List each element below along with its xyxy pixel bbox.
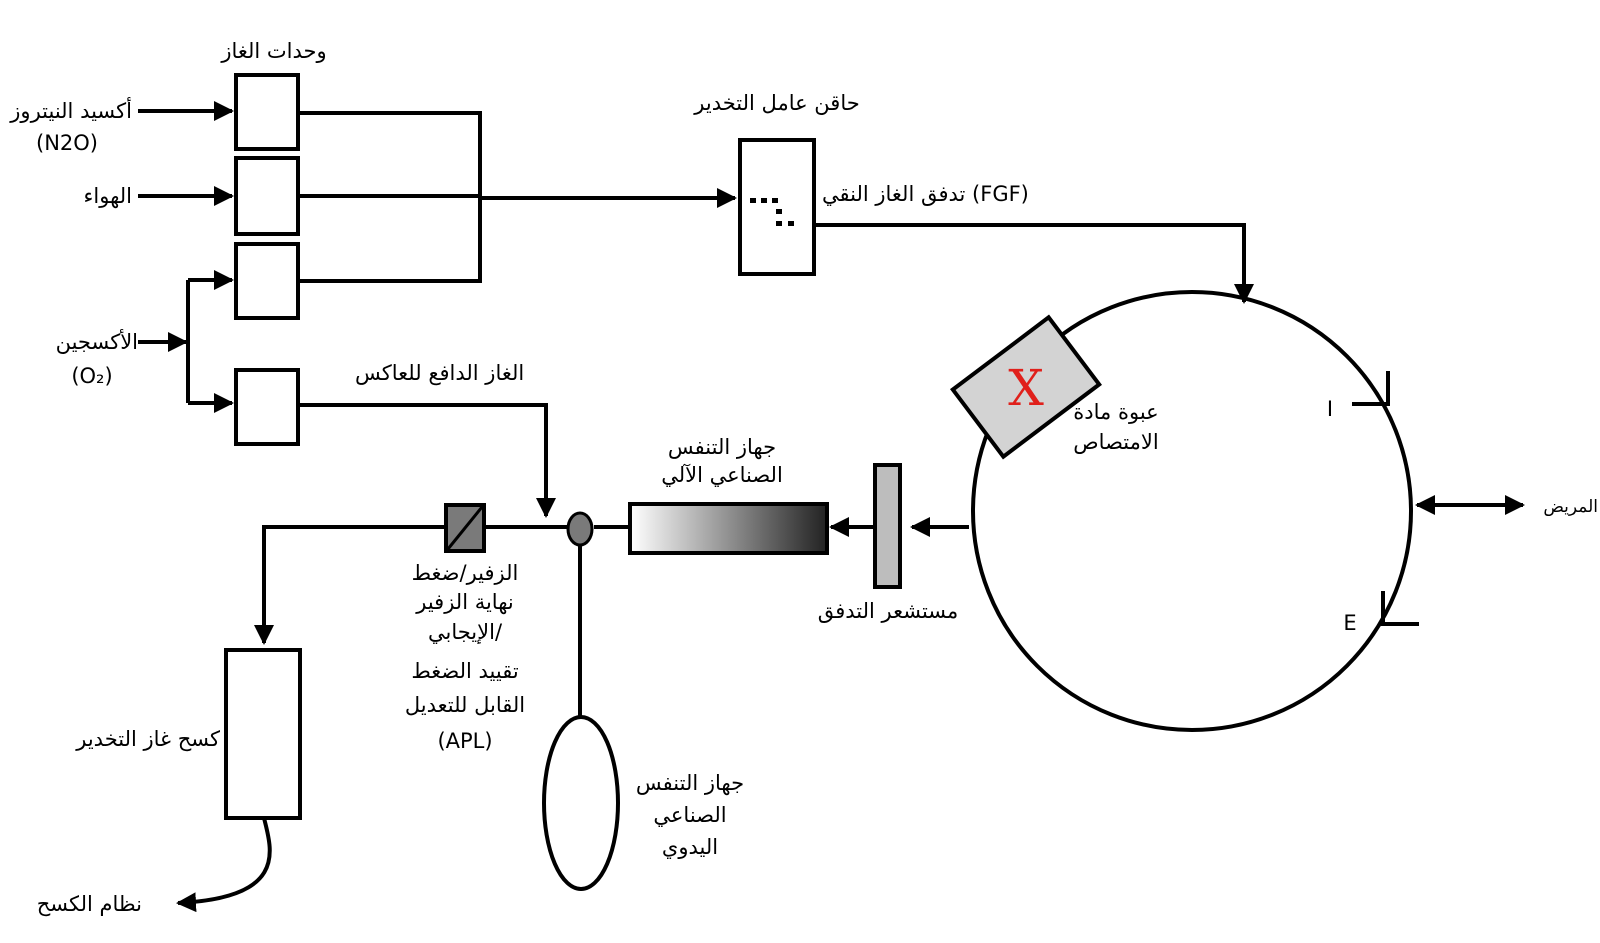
gas-units-label: وحدات الغاز bbox=[220, 39, 326, 63]
absorber-canister bbox=[950, 314, 1102, 460]
flow-sensor-label: مستشعر التدفق bbox=[818, 599, 959, 623]
absorber-mark: X bbox=[1008, 359, 1044, 417]
inspiratory-valve-label: I bbox=[1327, 397, 1333, 421]
drive-gas-box bbox=[234, 368, 300, 446]
gas-manifold-line bbox=[298, 111, 482, 283]
oxygen-label: الأكسجين bbox=[56, 329, 138, 354]
breathing-circle bbox=[971, 290, 1413, 732]
drive-gas-line bbox=[298, 403, 556, 518]
absorber-label-line2: الامتصاص bbox=[1073, 430, 1158, 454]
bellows-drive-gas-label: الغاز الدافع للعاكس bbox=[355, 361, 524, 385]
fresh-gas-flow-label: تدفق الغاز النقي (FGF) bbox=[822, 182, 1029, 206]
scavenger-label: كسح غاز التخدير bbox=[75, 727, 220, 751]
manual-breathing-bag bbox=[542, 715, 620, 891]
oxygen-formula-label: (O₂) bbox=[71, 364, 112, 388]
nitrous-oxide-label: أكسيد النيتروز bbox=[9, 97, 132, 123]
patient-label: المريض bbox=[1543, 497, 1598, 517]
absorber-label-line1: عبوة مادة bbox=[1073, 400, 1158, 424]
expiratory-valve-line bbox=[1381, 591, 1419, 626]
oxygen-flowmeter-box bbox=[234, 242, 300, 320]
vaporizer-label: حاقن عامل التخدير bbox=[693, 91, 859, 115]
fresh-gas-flow-line bbox=[814, 223, 1254, 304]
vaporizer-dots bbox=[750, 198, 794, 226]
flow-sensor bbox=[873, 463, 902, 589]
apl-label-line6: (APL) bbox=[437, 729, 492, 753]
inspiratory-valve-line bbox=[1352, 371, 1390, 406]
nitrous-oxide-formula-label: (N2O) bbox=[36, 131, 98, 155]
manual-bag-label-line1: جهاز التنفس bbox=[636, 771, 744, 795]
apl-label-line1: الزفير/ضغط bbox=[412, 561, 519, 585]
scavenging-system-line bbox=[176, 817, 272, 913]
apl-label-line4: تقييد الضغط bbox=[411, 659, 519, 683]
mechanical-ventilator-bellows bbox=[628, 502, 829, 555]
ventilator-label-line1: جهاز التنفس bbox=[668, 435, 776, 459]
air-flowmeter-box bbox=[234, 156, 300, 236]
manual-bag-label-line3: اليدوي bbox=[662, 835, 718, 859]
apl-label-line3: الإيجابي/ bbox=[428, 620, 503, 644]
expiratory-valve-label: E bbox=[1343, 611, 1356, 635]
vaporizer-box bbox=[738, 138, 816, 276]
apl-label-line2: نهاية الزفير bbox=[415, 590, 513, 614]
bag-junction bbox=[566, 511, 594, 547]
apl-label-line5: القابل للتعديل bbox=[405, 693, 525, 717]
scavenger-box bbox=[224, 648, 302, 820]
air-label: الهواء bbox=[84, 184, 132, 208]
apl-to-scavenger-line bbox=[254, 525, 446, 645]
scavenging-system-label: نظام الكسح bbox=[37, 892, 142, 916]
manual-bag-label-line2: الصناعي bbox=[653, 803, 726, 827]
apl-valve-diagonal bbox=[446, 506, 484, 550]
ventilator-label-line2: الصناعي الآلي bbox=[661, 463, 783, 487]
n2o-flowmeter-box bbox=[234, 73, 300, 151]
